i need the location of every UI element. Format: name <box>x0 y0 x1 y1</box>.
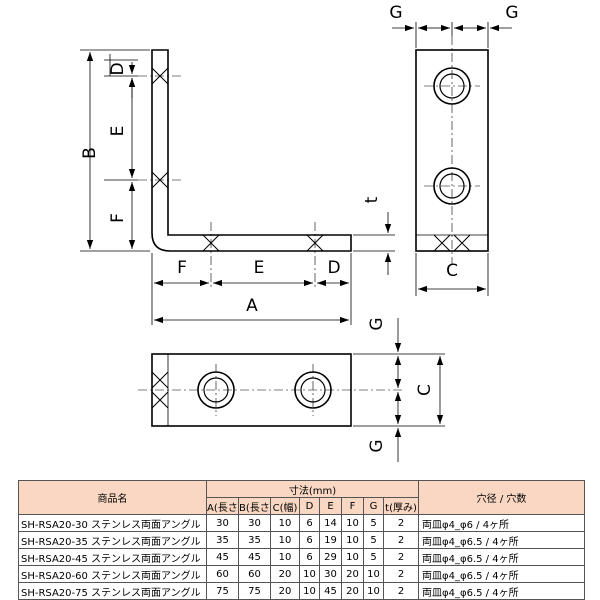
dim-G-bottom-top-label: G <box>367 317 387 330</box>
cell-F: 10 <box>341 531 364 549</box>
cell-B: 60 <box>238 565 271 583</box>
cell-t: 2 <box>382 531 420 549</box>
dim-D-right-label: D <box>327 258 340 278</box>
cell-G: 10 <box>363 582 384 600</box>
table-row: SH-RSA20-35 ステンレス両面アングル 35 35 10 6 19 10… <box>18 531 586 549</box>
cell-A: 30 <box>206 514 239 532</box>
cell-hole: 両皿φ4_φ6.5 / 4ヶ所 <box>418 565 586 583</box>
header-product-name: 商品名 <box>18 480 207 515</box>
cell-t: 2 <box>382 565 420 583</box>
cell-t: 2 <box>382 514 420 532</box>
cell-B: 45 <box>238 548 271 566</box>
cell-A: 75 <box>206 582 239 600</box>
cell-G: 5 <box>363 514 384 532</box>
cell-C: 20 <box>270 582 300 600</box>
subheader-F: F <box>341 497 364 515</box>
dim-G-bottom-bottom-label: G <box>367 439 387 452</box>
dim-A-label: A <box>246 296 258 316</box>
cell-t: 2 <box>382 548 420 566</box>
dim-G-top-left-label: G <box>389 3 402 23</box>
front-view: B D E F F E D A t <box>80 49 395 325</box>
dim-B-label: B <box>80 147 100 159</box>
dim-t-label: t <box>362 196 382 203</box>
cell-D: 10 <box>299 565 320 583</box>
cell-F: 10 <box>341 548 364 566</box>
subheader-t: t(厚み) <box>382 497 420 515</box>
cell-G: 10 <box>363 565 384 583</box>
cell-product-name: SH-RSA20-45 ステンレス両面アングル <box>18 548 207 566</box>
cell-D: 10 <box>299 582 320 600</box>
cell-hole: 両皿φ4_φ6.5 / 4ヶ所 <box>418 531 586 549</box>
cell-A: 35 <box>206 531 239 549</box>
technical-drawing: B D E F F E D A t <box>80 3 519 462</box>
cell-E: 30 <box>319 565 342 583</box>
bottom-countersink-left <box>151 371 169 409</box>
subheader-G: G <box>363 497 384 515</box>
cell-E: 19 <box>319 531 342 549</box>
cell-D: 6 <box>299 548 320 566</box>
cell-D: 6 <box>299 531 320 549</box>
dim-D-top-label: D <box>108 62 128 75</box>
cell-B: 35 <box>238 531 271 549</box>
cell-product-name: SH-RSA20-30 ステンレス両面アングル <box>18 514 207 532</box>
cell-hole: 両皿φ4_φ6 / 4ヶ所 <box>418 514 586 532</box>
table-row: SH-RSA20-45 ステンレス両面アングル 45 45 10 6 29 10… <box>18 548 586 566</box>
cell-C: 10 <box>270 531 300 549</box>
header-hole: 穴径 / 穴数 <box>418 480 586 515</box>
cell-A: 45 <box>206 548 239 566</box>
dim-C-side-label: C <box>446 261 458 281</box>
cell-C: 10 <box>270 548 300 566</box>
cell-product-name: SH-RSA20-75 ステンレス両面アングル <box>18 582 207 600</box>
cell-E: 14 <box>319 514 342 532</box>
cell-hole: 両皿φ4_φ6.5 / 4ヶ所 <box>418 548 586 566</box>
subheader-A: A(長さ) <box>206 497 239 515</box>
bottom-view: G G C <box>138 317 445 462</box>
subheader-D: D <box>299 497 320 515</box>
header-dimensions: 寸法(mm) <box>205 480 420 498</box>
cell-E: 29 <box>319 548 342 566</box>
spec-table: 商品名 寸法(mm) 穴径 / 穴数 A(長さ) B(長さ) C(幅) D E … <box>18 480 586 600</box>
cell-product-name: SH-RSA20-35 ステンレス両面アングル <box>18 531 207 549</box>
cell-F: 20 <box>341 565 364 583</box>
cell-C: 20 <box>270 565 300 583</box>
subheader-E: E <box>319 497 342 515</box>
cell-C: 10 <box>270 514 300 532</box>
cell-B: 30 <box>238 514 271 532</box>
dim-F-horizontal-label: F <box>177 258 187 278</box>
cell-t: 2 <box>382 582 420 600</box>
cell-B: 75 <box>238 582 271 600</box>
cell-D: 6 <box>299 514 320 532</box>
dim-C-bottom-label: C <box>415 384 435 396</box>
subheader-C: C(幅) <box>270 497 300 515</box>
angle-bracket-outline <box>151 49 352 252</box>
cell-F: 20 <box>341 582 364 600</box>
dim-F-vertical-label: F <box>108 213 128 223</box>
table-row: SH-RSA20-60 ステンレス両面アングル 60 60 20 10 30 2… <box>18 565 586 583</box>
side-view: G G C <box>389 3 519 296</box>
cell-F: 10 <box>341 514 364 532</box>
cell-E: 45 <box>319 582 342 600</box>
subheader-B: B(長さ) <box>238 497 271 515</box>
dim-G-top-right-label: G <box>505 3 518 23</box>
cell-G: 5 <box>363 548 384 566</box>
cell-A: 60 <box>206 565 239 583</box>
table-row: SH-RSA20-75 ステンレス両面アングル 75 75 20 10 45 2… <box>18 582 586 600</box>
cell-hole: 両皿φ4_φ6.5 / 4ヶ所 <box>418 582 586 600</box>
cell-product-name: SH-RSA20-60 ステンレス両面アングル <box>18 565 207 583</box>
side-countersink-bottom <box>433 234 471 252</box>
table-row: SH-RSA20-30 ステンレス両面アングル 30 30 10 6 14 10… <box>18 514 586 532</box>
dim-E-vertical-label: E <box>108 126 128 137</box>
cell-G: 5 <box>363 531 384 549</box>
dim-E-horizontal-label: E <box>254 258 265 278</box>
